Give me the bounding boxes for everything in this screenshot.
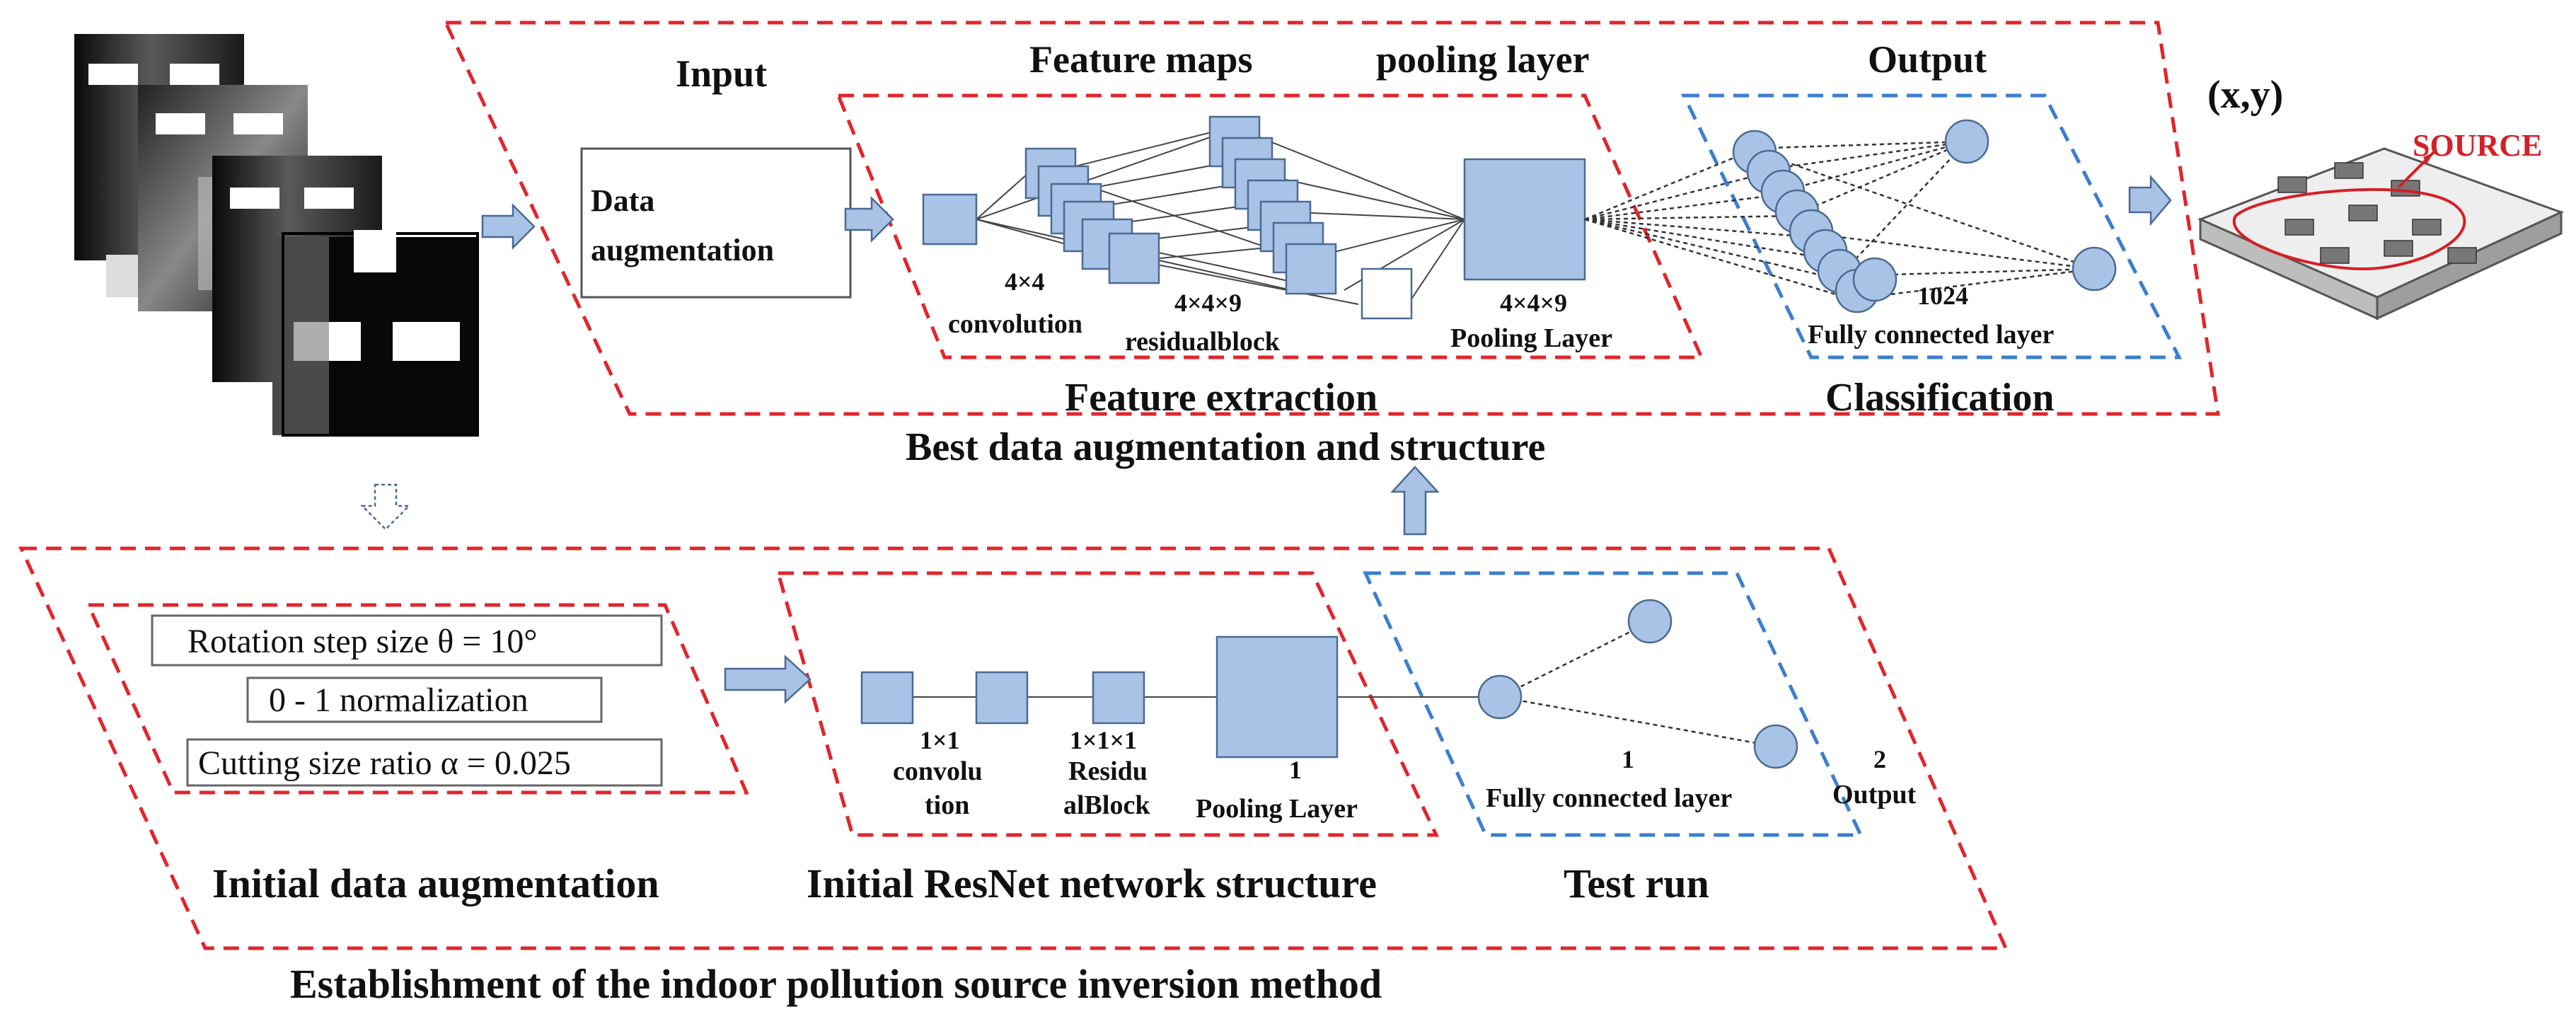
data-augmentation-line1: Data [591,183,654,218]
pool-to-fc-connections [1584,151,1858,302]
resblock-label: residualblock [1125,327,1281,357]
pooling-layer-header: pooling layer [1376,38,1590,81]
feature-maps-label: Feature maps [1029,38,1252,81]
bottom-outer-frame [18,546,2009,950]
output-node-1 [1944,119,1989,164]
top-outer-frame [443,21,2220,416]
cutting-text: Cutting size ratio α = 0.025 [198,744,571,782]
data-augmentation-box [580,147,852,299]
initial-augmentation-frame [86,603,749,795]
initial-res-l1: Residu [1068,756,1148,786]
down-arrow-outline [359,483,412,531]
test-output-node-1 [1627,599,1673,644]
room-model [2197,147,2564,321]
establishment-label: Establishment of the indoor pollution so… [290,961,1382,1007]
initial-res-l2: alBlock [1063,790,1150,820]
arrow-aug-to-resnet [724,655,812,704]
output-header: Output [1868,38,1987,81]
data-augmentation-line2: augmentation [591,233,774,267]
initial-resnet-label: Initial ResNet network structure [807,860,1377,906]
initial-pool-box [1215,635,1339,759]
input-images-stack [74,34,479,437]
initial-resnet-frame [775,571,1439,837]
pool-label: Pooling Layer [1450,323,1612,353]
arrow-to-result [2128,174,2172,226]
best-structure-label: Best data augmentation and structure [906,425,1545,469]
fc-nodes [1732,129,1898,313]
pooling-box [1463,158,1586,281]
feature-extraction-label: Feature extraction [1065,376,1377,420]
initial-pool-label: Pooling Layer [1196,794,1358,824]
initial-pool-dims: 1 [1289,756,1302,784]
initial-conv-dims: 1×1 [920,726,960,754]
resblock-dims: 4×4×9 [1174,289,1242,317]
conv-dims: 4×4 [1005,267,1045,296]
initial-res-box-2 [1092,671,1145,725]
arrow-to-network [844,195,894,243]
xy-label: (x,y) [2207,73,2283,117]
normalization-text: 0 - 1 normalization [269,681,529,719]
residual-stack-2 [1208,115,1413,320]
initial-aug-label: Initial data augmentation [212,860,659,906]
initial-conv-box [860,671,914,725]
test-fc-count: 1 [1622,745,1634,773]
test-out-label: Output [1832,780,1917,810]
conv-box [922,193,978,246]
classification-frame [1681,93,2183,359]
arrow-to-augmentation [481,202,536,250]
test-output-node-2 [1753,724,1798,769]
normalization-box [246,676,603,723]
initial-res-box-1 [975,671,1029,725]
classification-label: Classification [1825,376,2055,420]
test-run-frame [1363,571,1864,837]
test-run-label: Test run [1564,860,1709,906]
rotation-box [151,614,663,667]
residual-stack-1 [1024,147,1160,284]
cutting-box [186,738,663,787]
feature-extraction-frame [836,93,1704,359]
conv-label: convolution [948,309,1082,339]
source-label: SOURCE [2413,128,2542,163]
initial-res-dims: 1×1×1 [1070,726,1137,754]
test-link-1 [1499,621,1649,698]
initial-conv-l1: convolu [893,756,983,786]
test-fc-label: Fully connected layer [1486,783,1732,813]
fc-count: 1024 [1917,282,1968,310]
input-label: Input [676,52,767,95]
test-input-node [1477,674,1523,720]
arrow-up-to-best [1390,466,1440,536]
rotation-text: Rotation step size θ = 10° [187,623,538,660]
test-link-2 [1499,696,1777,748]
fc-label: Fully connected layer [1808,320,2054,350]
output-node-2 [2072,246,2117,292]
test-out-count: 2 [1873,745,1886,773]
initial-conv-l2: tion [925,790,969,820]
pool-dims: 4×4×9 [1500,289,1567,317]
